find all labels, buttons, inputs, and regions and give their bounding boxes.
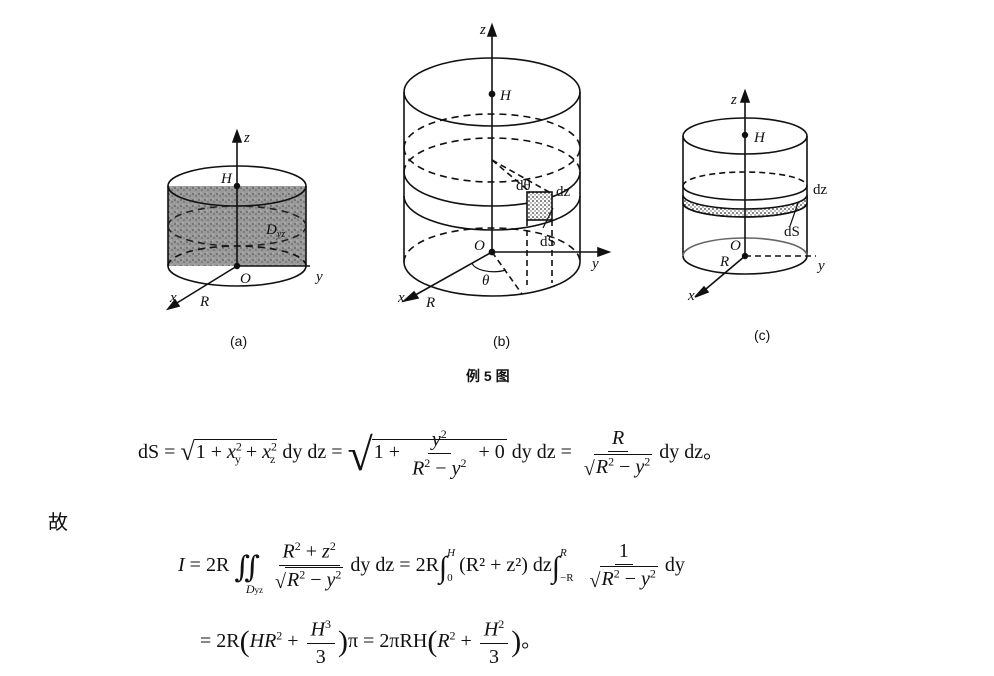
double-integral-icon: ∬ xyxy=(234,550,260,584)
fig-c-z-label: z xyxy=(730,92,737,108)
fig-b-O-label: O xyxy=(474,238,485,254)
fig-a-caption: (a) xyxy=(230,333,247,349)
fig-c-dS-label: dS xyxy=(784,224,800,240)
figure-title: 例 5 图 xyxy=(466,368,510,384)
figure-b xyxy=(401,22,612,303)
fig-b-R-label: R xyxy=(425,295,435,311)
fig-c-y-label: y xyxy=(816,258,825,274)
fig-b-dtheta-label: dθ xyxy=(516,178,531,194)
eq-dydz-3: dy dz xyxy=(659,440,704,463)
fig-b-y-label: y xyxy=(590,256,599,272)
fig-a-D-label: Dyz xyxy=(265,222,285,240)
fig-a-x-label: x xyxy=(169,290,177,306)
fig-c-dz-label: dz xyxy=(813,182,828,198)
dS-element xyxy=(526,191,553,221)
figures: z H Dyz O y x R (a) z H dθ dz O dS xyxy=(165,22,828,384)
fig-a-H-label: H xyxy=(220,171,233,187)
fig-b-dz-label: dz xyxy=(556,184,571,200)
fig-b-caption: (b) xyxy=(493,333,510,349)
fig-c-R-label: R xyxy=(719,254,729,270)
fig-b-x-label: x xyxy=(397,290,405,306)
eq-frac-one: 1√R2 − y2 xyxy=(589,539,658,593)
eq-sign: = xyxy=(560,440,572,463)
fig-a-R-label: R xyxy=(199,294,209,310)
sqrt-icon: √ xyxy=(180,436,195,466)
eq-dydz-1: dy dz xyxy=(282,440,327,463)
eq-sign: = xyxy=(164,440,176,463)
text-gu: 故 xyxy=(48,510,68,534)
integral-icon: ∫ xyxy=(438,550,448,584)
fig-a-y-label: y xyxy=(314,269,323,285)
eq-dydz-2: dy dz xyxy=(511,440,556,463)
integral-icon: ∫ xyxy=(551,550,560,584)
eq-frac-integrand: R2 + z2√R2 − y2 xyxy=(275,539,344,594)
fig-c-O-label: O xyxy=(730,238,741,254)
fig-b-H-label: H xyxy=(499,88,512,104)
sqrt-icon: √ xyxy=(347,428,373,480)
fig-c-H-label: H xyxy=(753,130,766,146)
fig-c-caption: (c) xyxy=(754,327,770,343)
eq-frac-result: R√R2 − y2 xyxy=(583,427,653,480)
fig-a-O-label: O xyxy=(240,271,251,287)
fig-a-z-label: z xyxy=(243,130,250,146)
fig-c-x-label: x xyxy=(687,288,695,304)
eq-I-lhs: I xyxy=(178,553,185,576)
eq-sign: = xyxy=(331,440,343,463)
figure-a xyxy=(165,128,310,311)
fig-b-z-label: z xyxy=(479,22,486,38)
figure-c xyxy=(682,88,816,298)
eq-sqrt-arg-1: 1 + x2y + x2z xyxy=(193,438,278,466)
fig-b-dS-label: dS xyxy=(540,234,556,250)
fig-b-theta-label: θ xyxy=(482,273,490,289)
eq-dS-lhs: dS xyxy=(138,440,160,463)
